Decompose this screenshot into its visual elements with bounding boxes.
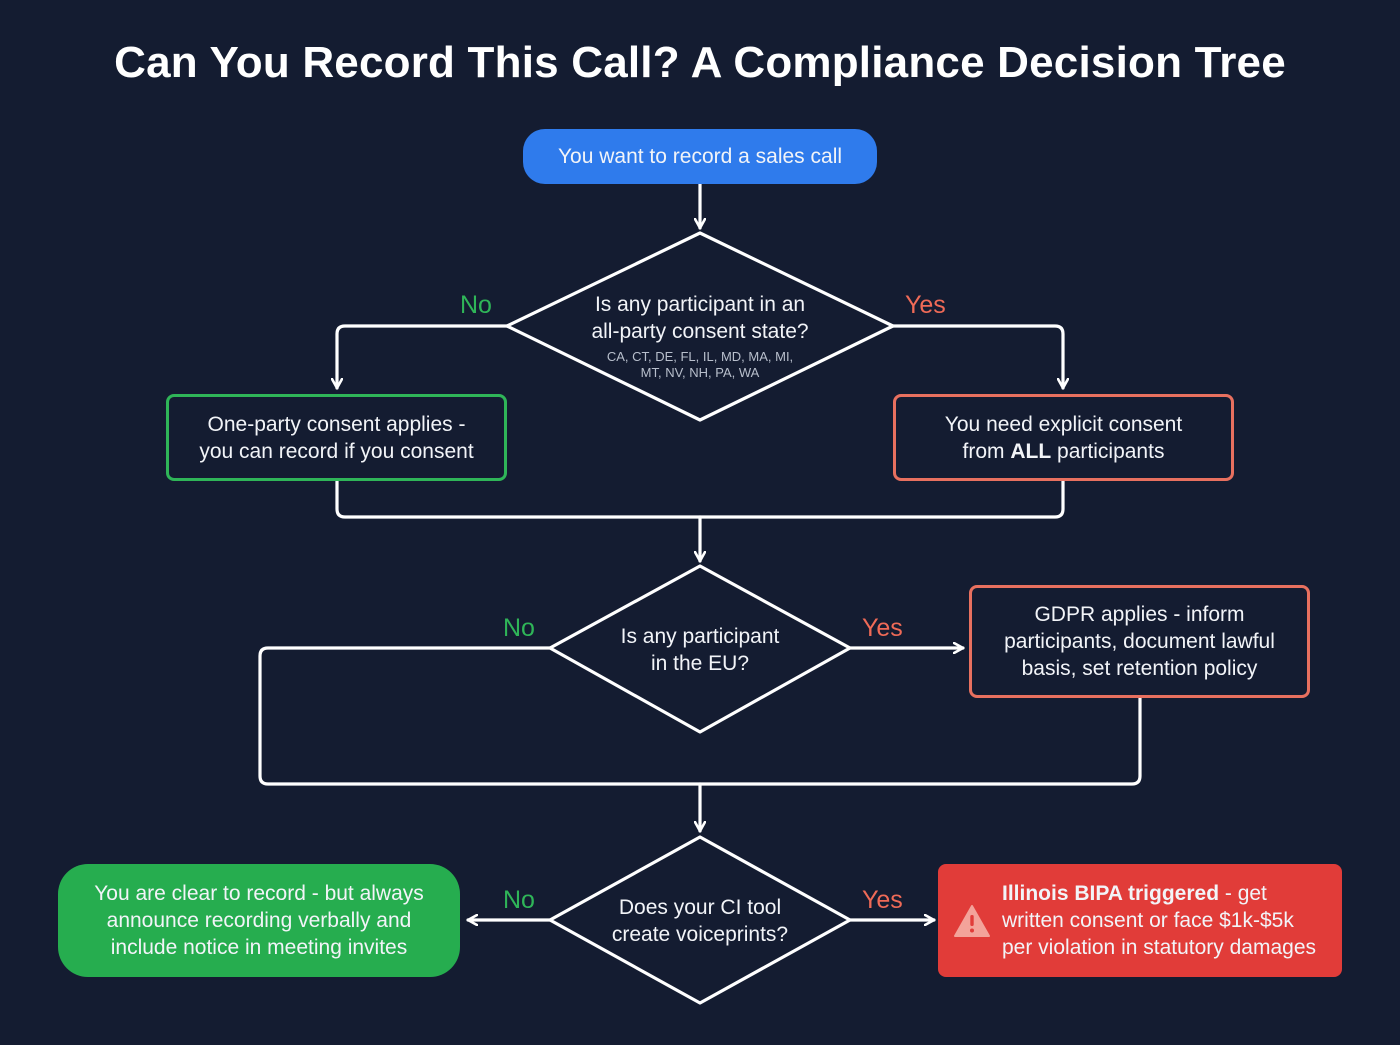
start-node: You want to record a sales call	[523, 129, 877, 184]
outcome-bipa-line1: Illinois BIPA triggered - get	[1002, 880, 1316, 907]
decision1-states-line2: MT, NV, NH, PA, WA	[640, 365, 760, 380]
decision1-question-line1: Is any participant in an	[594, 293, 806, 316]
decision2-question-line2: in the EU?	[650, 652, 750, 675]
outcome-all-party-line2-suffix: participants	[1051, 439, 1165, 463]
outcome-clear-box: You are clear to record - but always ann…	[58, 864, 460, 977]
decision3-question-line1: Does your CI tool	[618, 896, 782, 919]
outcome-gdpr-box: GDPR applies - inform participants, docu…	[969, 585, 1310, 698]
outcome-gdpr-line3: basis, set retention policy	[1021, 657, 1258, 680]
decision1-question: Is any participant in an all-party conse…	[560, 291, 840, 381]
start-node-text: You want to record a sales call	[557, 145, 843, 168]
outcome-bipa-line2: written consent or face $1k-$5k	[1002, 909, 1294, 932]
decision2-no-label: No	[503, 614, 535, 642]
decision1-diamond	[505, 231, 895, 422]
outcome-bipa-box: Illinois BIPA triggered - get written co…	[938, 864, 1342, 977]
decision3-question: Does your CI tool create voiceprints?	[580, 894, 820, 948]
warning-triangle-icon	[954, 904, 990, 937]
outcome-bipa-line1-rest: - get	[1219, 882, 1267, 905]
decision3-diamond	[548, 835, 852, 1005]
outcome-all-party-box: You need explicit consent from ALL parti…	[893, 394, 1234, 481]
decision2-yes-label: Yes	[862, 614, 903, 642]
outcome-one-party-box: One-party consent applies - you can reco…	[166, 394, 507, 481]
outcome-clear-line1: You are clear to record - but always	[94, 882, 424, 905]
outcome-all-party-line2-prefix: from	[962, 439, 1011, 463]
connector-d1-no	[337, 324, 509, 390]
decision1-states: CA, CT, DE, FL, IL, MD, MA, MI, MT, NV, …	[560, 349, 840, 381]
page-title: Can You Record This Call? A Compliance D…	[114, 38, 1286, 87]
decision2-question: Is any participant in the EU?	[590, 623, 810, 677]
outcome-all-party-line1: You need explicit consent	[944, 412, 1183, 436]
decision3-question-line2: create voiceprints?	[611, 923, 789, 946]
outcome-gdpr-line1: GDPR applies - inform	[1034, 603, 1245, 626]
outcome-bipa-text: Illinois BIPA triggered - get written co…	[1002, 880, 1316, 961]
outcome-all-party-line2-bold: ALL	[1010, 439, 1052, 463]
decision1-yes-label: Yes	[905, 291, 946, 319]
outcome-gdpr-line2: participants, document lawful	[1004, 630, 1275, 653]
decision1-no-label: No	[460, 291, 492, 319]
outcome-one-party-line1: One-party consent applies -	[207, 412, 466, 436]
outcome-bipa-line1-bold: Illinois BIPA triggered	[1002, 882, 1220, 905]
decision2-question-line1: Is any participant	[620, 625, 780, 648]
decision2-diamond	[548, 564, 852, 734]
outcome-clear-line3: include notice in meeting invites	[110, 936, 408, 959]
decision1-states-line1: CA, CT, DE, FL, IL, MD, MA, MI,	[606, 349, 794, 364]
outcome-clear-line2: announce recording verbally and	[106, 909, 412, 932]
decision3-no-label: No	[503, 886, 535, 914]
decision3-yes-label: Yes	[862, 886, 903, 914]
connector-merge-1	[335, 479, 1065, 519]
outcome-bipa-line3: per violation in statutory damages	[1002, 936, 1317, 959]
connector-d2-no	[258, 646, 1142, 786]
decision1-question-line2: all-party consent state?	[591, 320, 809, 343]
outcome-one-party-line2: you can record if you consent	[199, 439, 474, 463]
connector-d1-yes	[891, 324, 1063, 390]
outcome-all-party-line2: from ALL participants	[963, 438, 1165, 465]
